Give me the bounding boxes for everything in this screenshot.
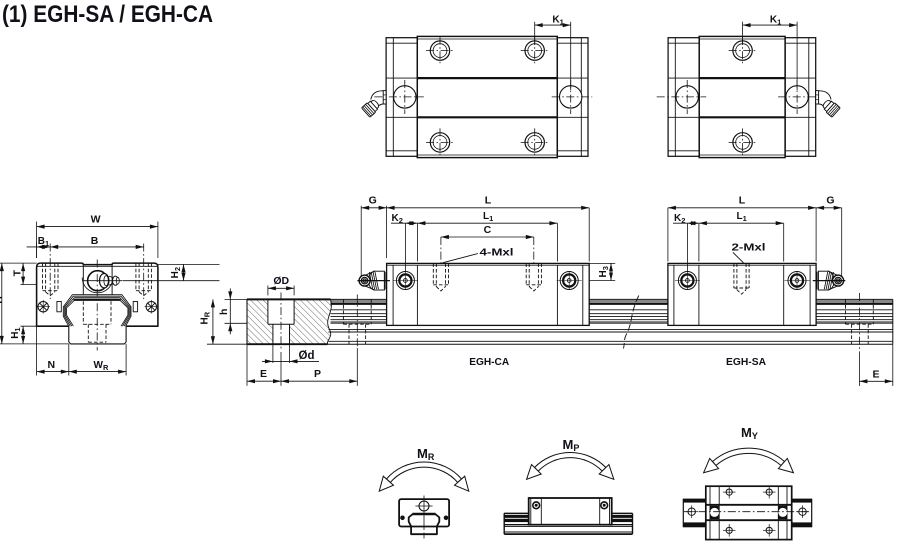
svg-text:W: W — [91, 214, 101, 226]
svg-text:H1: H1 — [10, 327, 22, 338]
svg-text:L1: L1 — [483, 211, 493, 223]
svg-text:T: T — [12, 269, 24, 276]
svg-text:P: P — [314, 368, 321, 380]
svg-text:C: C — [484, 224, 492, 236]
svg-text:H2: H2 — [170, 267, 182, 278]
svg-text:K1: K1 — [770, 14, 781, 26]
svg-text:H3: H3 — [598, 266, 610, 277]
svg-text:h: h — [218, 309, 230, 315]
svg-text:G: G — [369, 195, 377, 207]
svg-text:B: B — [91, 235, 99, 247]
svg-text:HR: HR — [200, 311, 212, 324]
svg-text:B1: B1 — [38, 236, 49, 248]
svg-text:4-Mxl: 4-Mxl — [480, 247, 514, 259]
svg-text:E: E — [260, 368, 267, 380]
svg-text:Ød: Ød — [299, 350, 315, 362]
svg-text:L: L — [485, 195, 492, 207]
svg-text:WR: WR — [94, 360, 109, 372]
svg-text:(1) EGH-SA / EGH-CA: (1) EGH-SA / EGH-CA — [2, 1, 213, 28]
svg-text:K2: K2 — [392, 213, 403, 225]
svg-text:L1: L1 — [737, 211, 747, 223]
svg-text:L: L — [739, 195, 746, 207]
svg-text:E: E — [872, 368, 879, 380]
svg-text:EGH-CA: EGH-CA — [469, 356, 509, 368]
svg-text:ØD: ØD — [273, 275, 289, 287]
svg-text:EGH-SA: EGH-SA — [726, 356, 766, 368]
svg-text:N: N — [48, 359, 56, 371]
svg-text:G: G — [826, 195, 834, 207]
svg-text:K1: K1 — [552, 14, 563, 26]
svg-text:2-Mxl: 2-Mxl — [732, 242, 766, 254]
svg-text:K2: K2 — [674, 213, 685, 225]
svg-text:H: H — [0, 296, 5, 304]
